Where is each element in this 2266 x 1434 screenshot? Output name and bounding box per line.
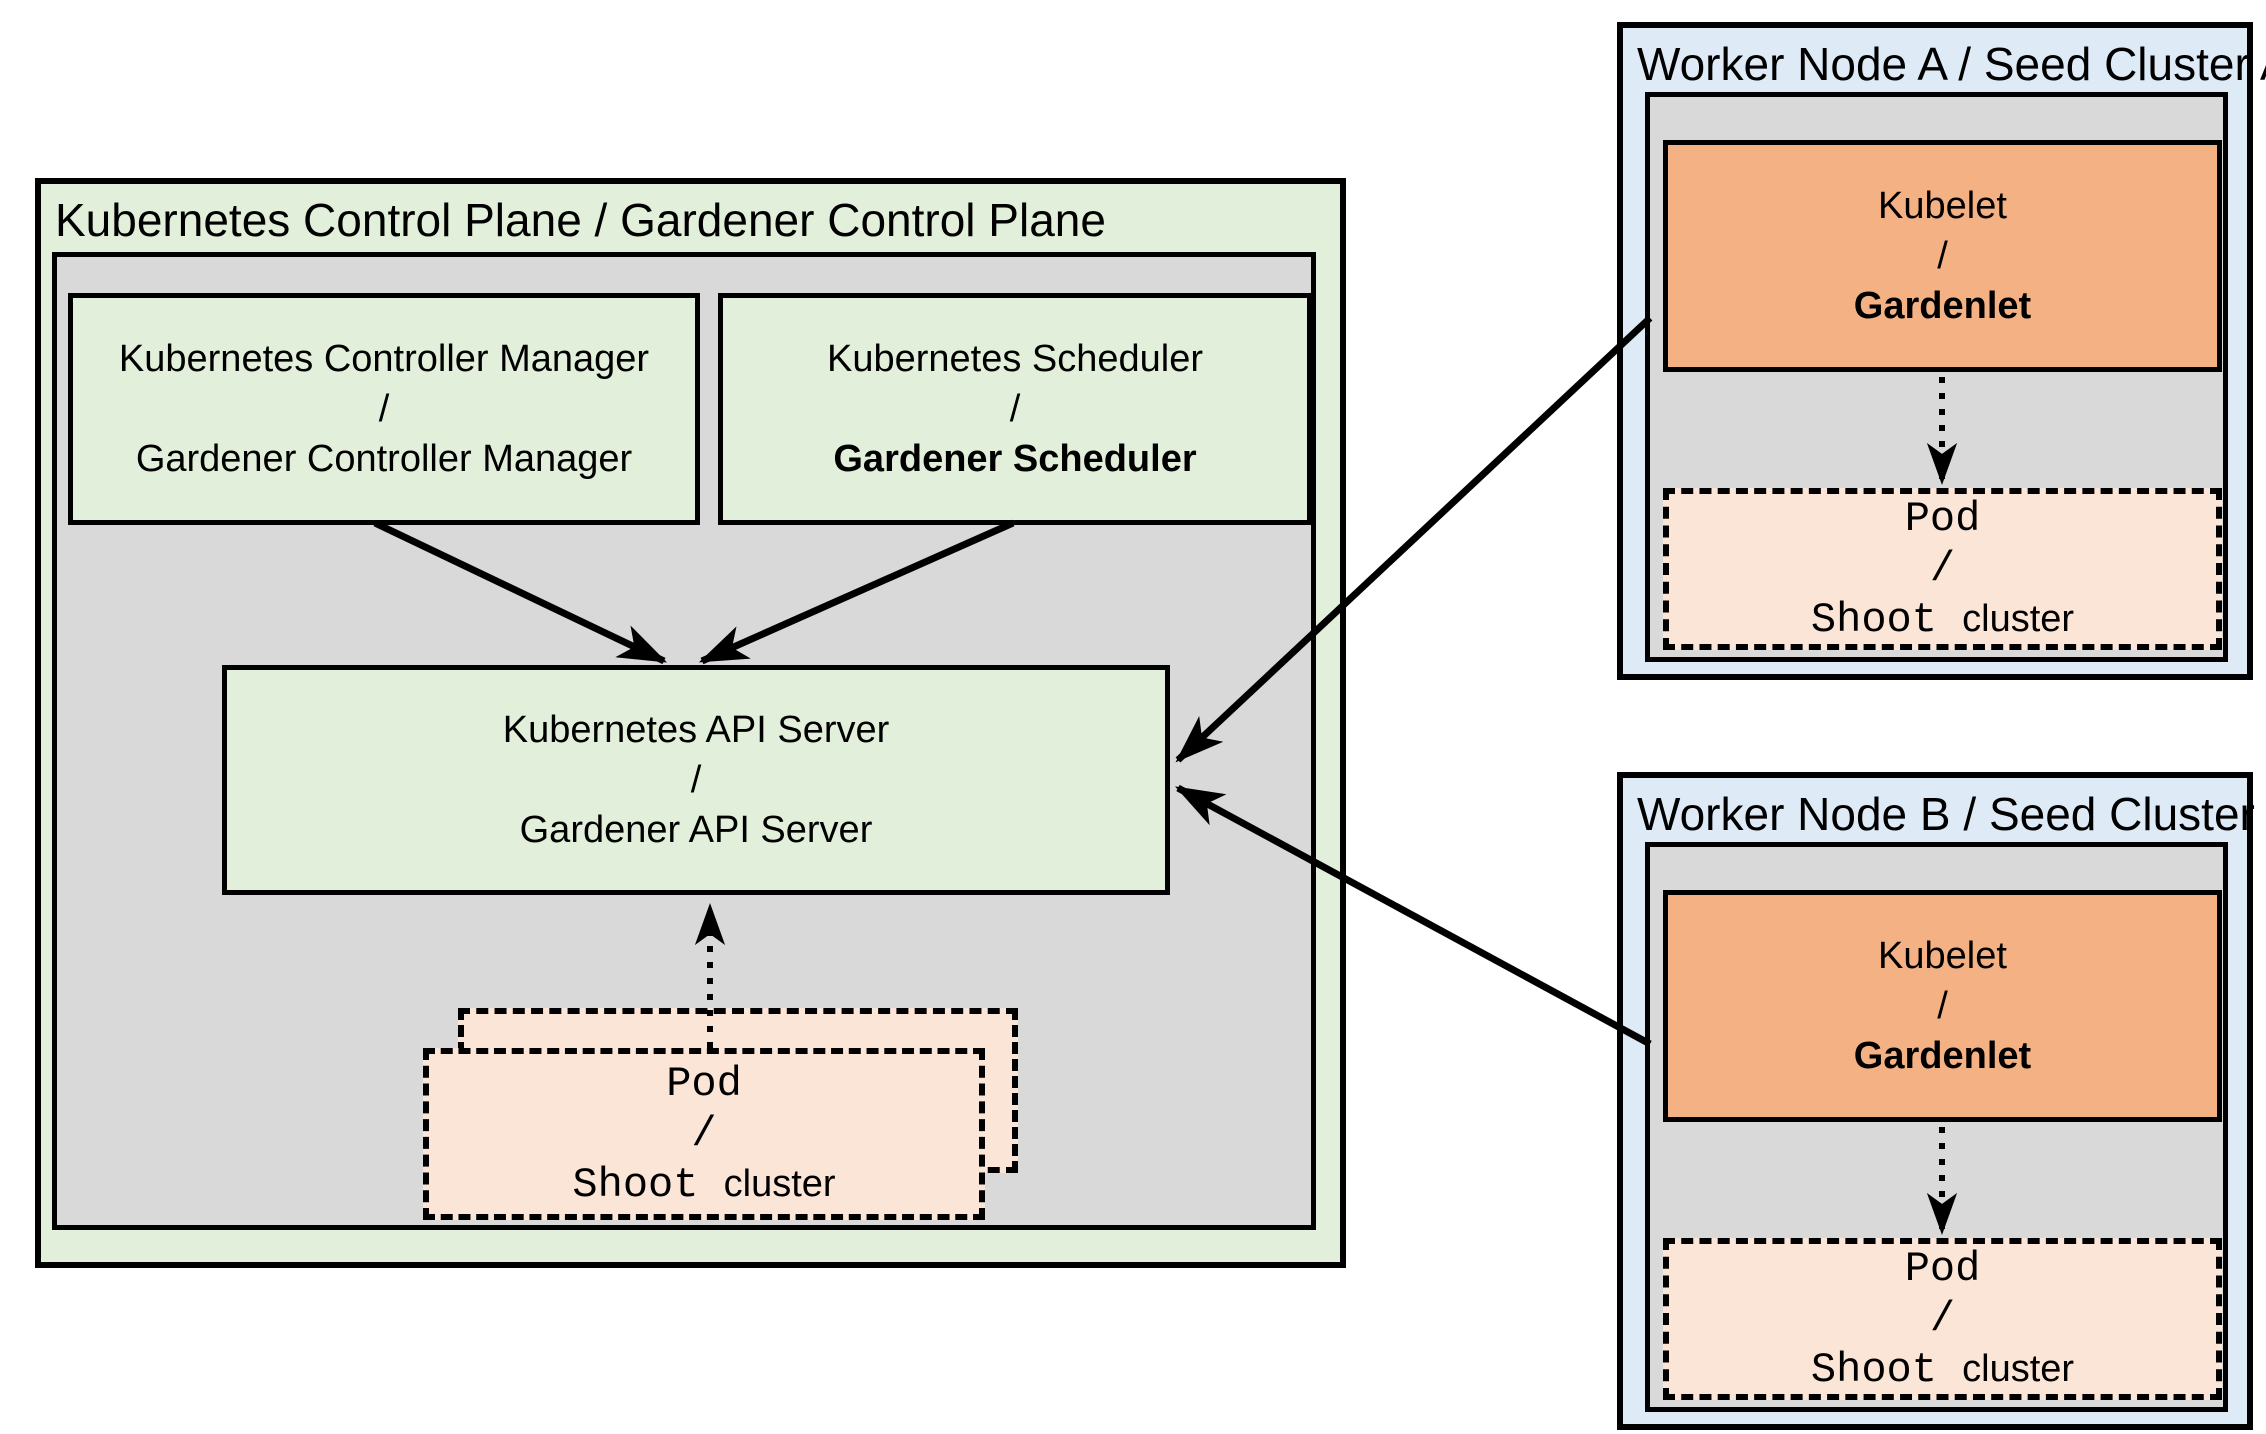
pod-b-line2: Shoot cluster (1811, 1344, 2074, 1395)
control-plane-box: Kubernetes Control Plane / Gardener Cont… (35, 178, 1346, 1268)
kubelet-b-line2: Gardenlet (1853, 1035, 2032, 1077)
scheduler-line2: Gardener Scheduler (833, 438, 1197, 480)
api-server-line2: Gardener API Server (519, 809, 873, 851)
control-plane-inner-box: Kubernetes Controller Manager / Gardener… (52, 252, 1316, 1230)
controller-manager-box: Kubernetes Controller Manager / Gardener… (68, 293, 700, 525)
pod-b-separator: / (1929, 1294, 1956, 1343)
pod-separator: / (691, 1109, 717, 1158)
worker-node-a-box: Worker Node A / Seed Cluster A Kubelet /… (1617, 22, 2266, 680)
controller-manager-line2: Gardener Controller Manager (135, 438, 633, 480)
scheduler-line1: Kubernetes Scheduler (826, 338, 1204, 380)
kubelet-b-separator: / (1937, 985, 1948, 1027)
pod-shoot-cluster-box: Pod / Shoot cluster (423, 1048, 985, 1220)
pod-line2: Shoot cluster (572, 1159, 835, 1210)
pod-a-separator: / (1929, 544, 1956, 593)
kubelet-a-box: Kubelet / Gardenlet (1663, 140, 2222, 372)
worker-node-a-title: Worker Node A / Seed Cluster A (1637, 38, 2266, 90)
worker-node-a-inner-box: Kubelet / Gardenlet Pod / Shoot cluster (1645, 92, 2228, 662)
scheduler-box: Kubernetes Scheduler / Gardener Schedule… (718, 293, 1312, 525)
control-plane-title: Kubernetes Control Plane / Gardener Cont… (55, 194, 1106, 246)
pod-b-box: Pod / Shoot cluster (1663, 1238, 2222, 1400)
controller-manager-separator: / (378, 388, 390, 430)
pod-b-line1: Pod (1904, 1244, 1981, 1293)
kubelet-a-line2: Gardenlet (1853, 285, 2032, 327)
worker-node-b-box: Worker Node B / Seed Cluster B Kubelet /… (1617, 772, 2266, 1430)
kubelet-b-line1: Kubelet (1878, 935, 2007, 977)
api-server-separator: / (690, 759, 702, 801)
pod-a-line2: Shoot cluster (1811, 594, 2074, 645)
pod-b-line2-shoot: Shoot (1810, 1345, 1937, 1394)
pod-line1: Pod (666, 1059, 742, 1108)
pod-b-line2-cluster: cluster (1962, 1347, 2075, 1390)
pod-a-box: Pod / Shoot cluster (1663, 488, 2222, 650)
scheduler-separator: / (1009, 388, 1021, 430)
controller-manager-line1: Kubernetes Controller Manager (118, 338, 650, 380)
api-server-box: Kubernetes API Server / Gardener API Ser… (222, 665, 1170, 895)
kubelet-a-separator: / (1937, 235, 1948, 277)
api-server-line1: Kubernetes API Server (502, 709, 890, 751)
worker-node-b-inner-box: Kubelet / Gardenlet Pod / Shoot cluster (1645, 842, 2228, 1412)
kubelet-b-box: Kubelet / Gardenlet (1663, 890, 2222, 1122)
worker-node-b-title: Worker Node B / Seed Cluster B (1637, 788, 2266, 840)
pod-line2-shoot: Shoot (572, 1160, 699, 1209)
pod-line2-cluster: cluster (723, 1162, 836, 1205)
pod-a-line2-cluster: cluster (1962, 597, 2075, 640)
pod-a-line1: Pod (1904, 494, 1981, 543)
pod-a-line2-shoot: Shoot (1810, 595, 1937, 644)
kubelet-a-line1: Kubelet (1878, 185, 2007, 227)
